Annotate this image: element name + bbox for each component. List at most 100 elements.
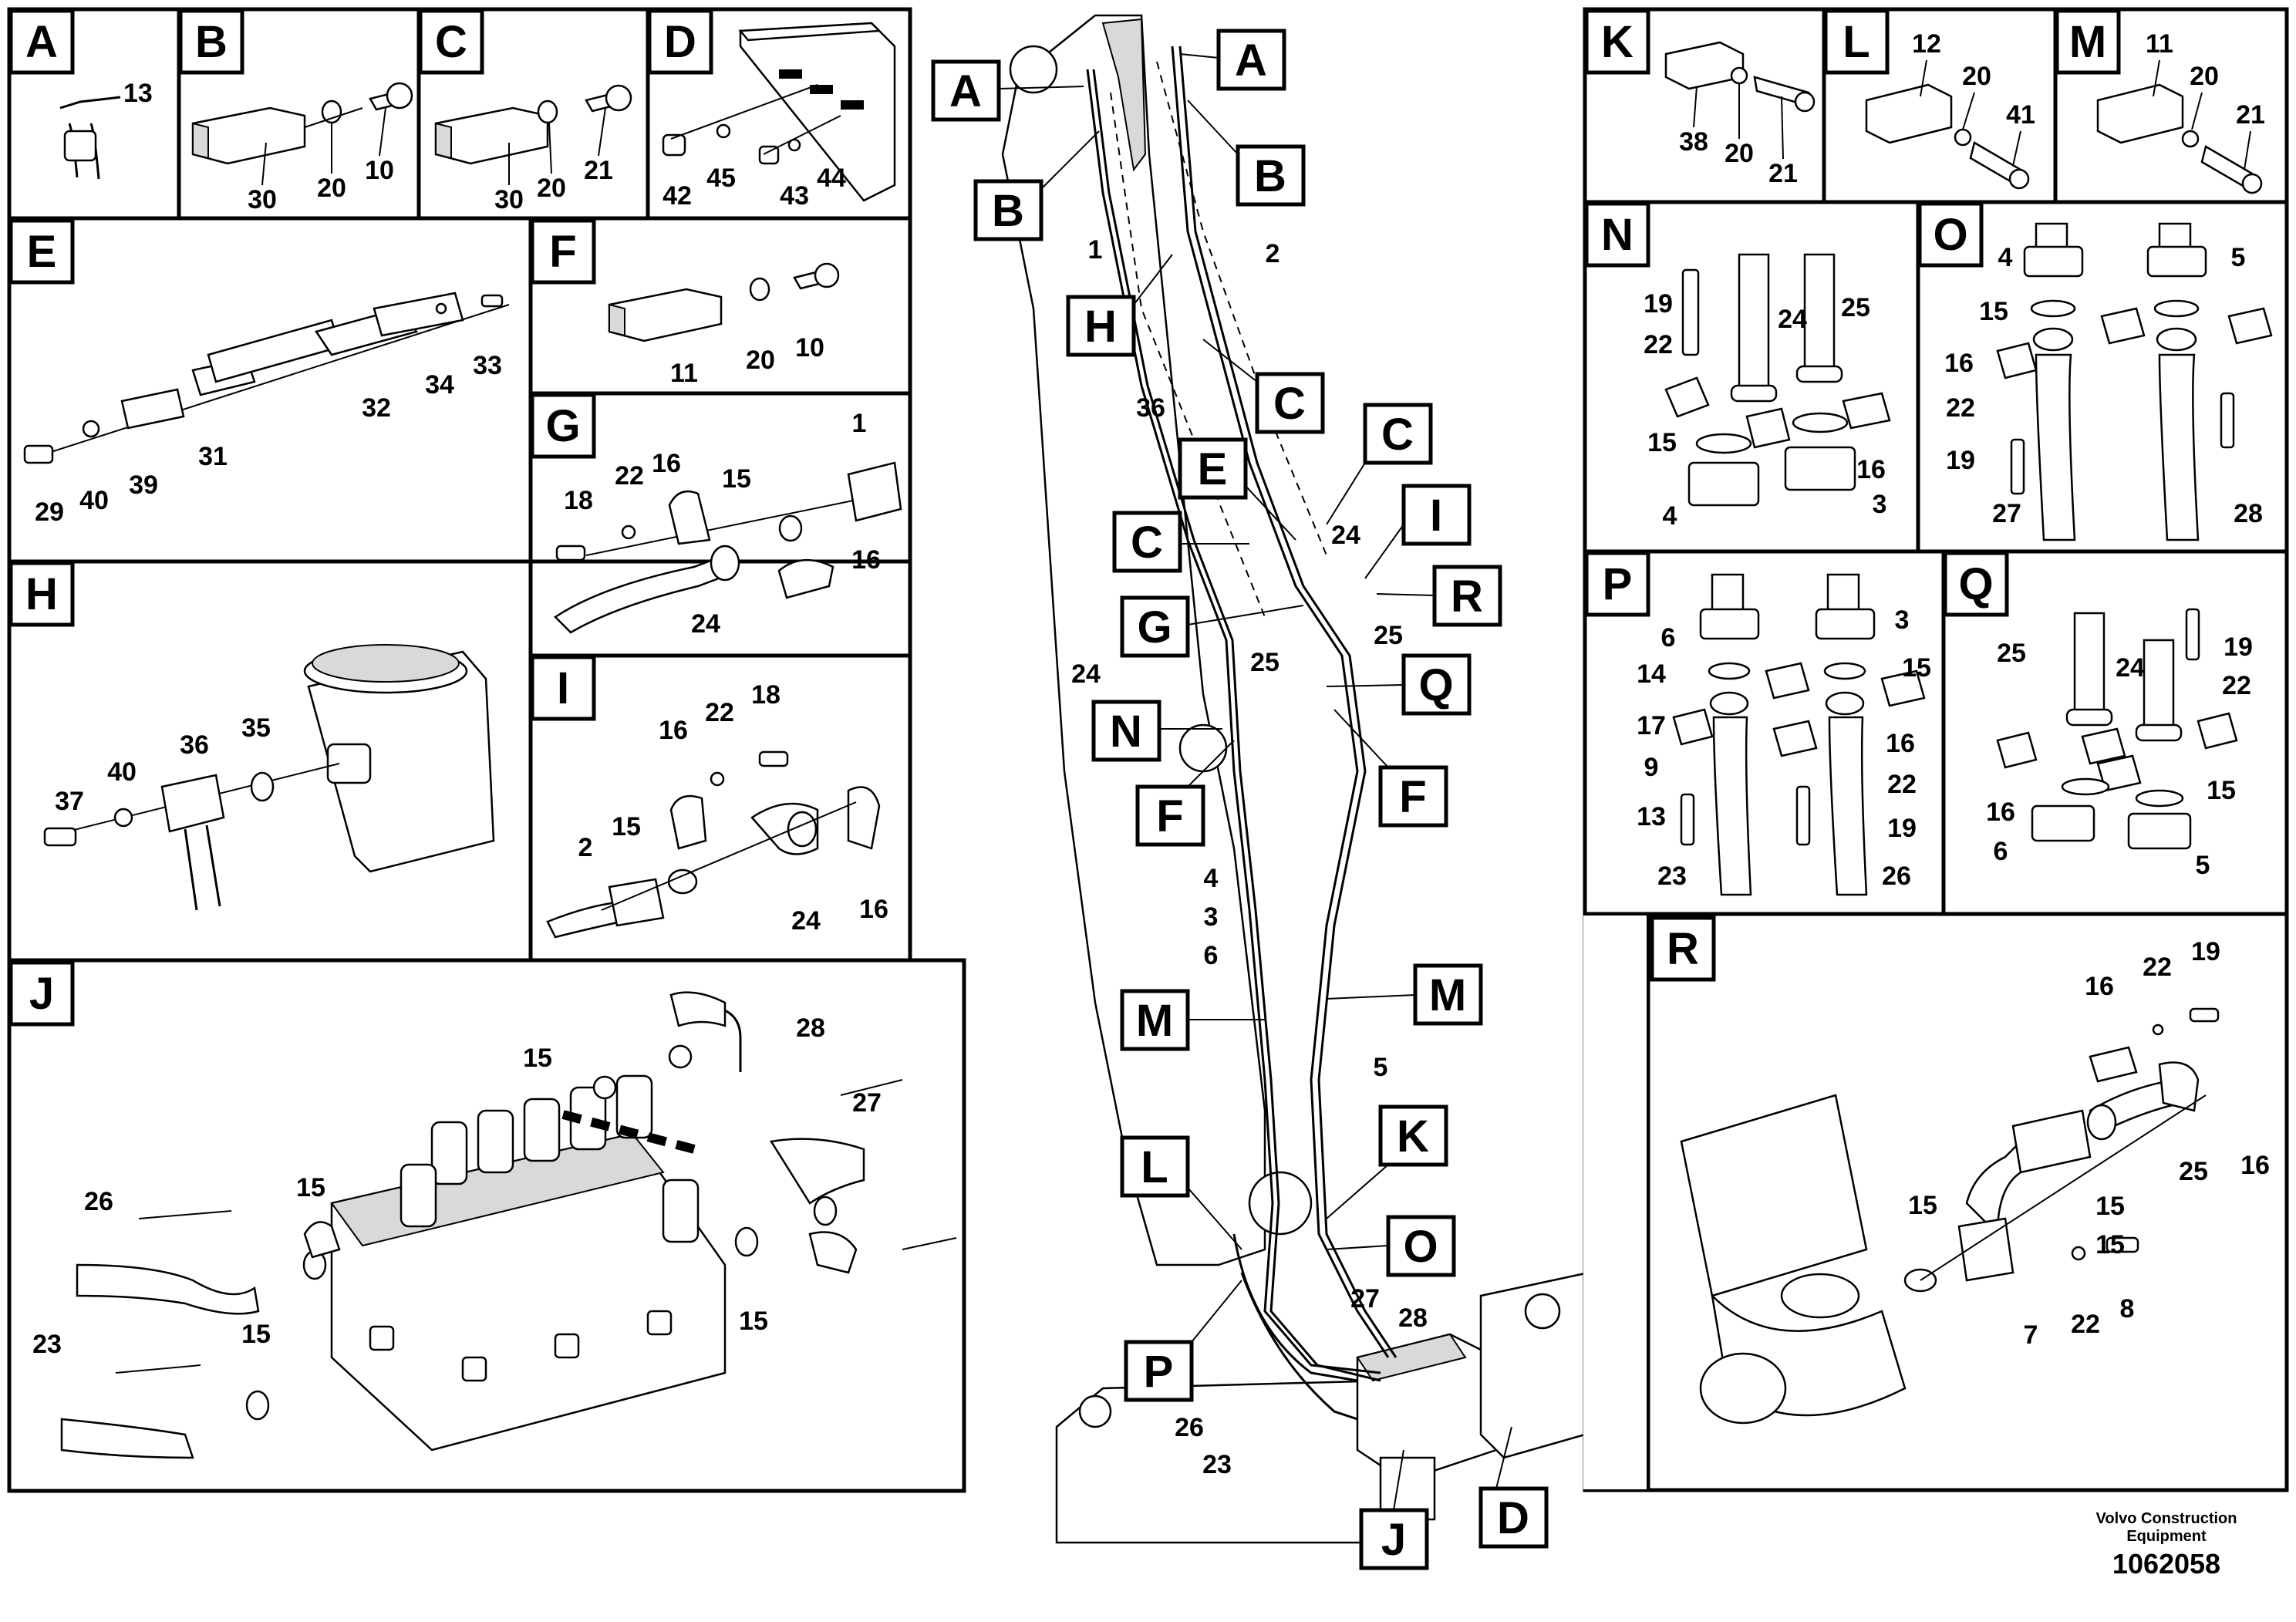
- callout-label: M: [1429, 970, 1466, 1020]
- part-number: 24: [1331, 521, 1360, 550]
- part-number: 6: [1994, 837, 2008, 866]
- part-number: 15: [1908, 1191, 1937, 1220]
- callout-label: B: [1254, 151, 1286, 201]
- part-number: 16: [1944, 349, 1974, 378]
- part-number: 37: [55, 787, 84, 816]
- part-number: 20: [2190, 62, 2219, 91]
- part-number: 6: [1204, 941, 1219, 970]
- panel-G: G 18 22 16 15 1 24 16: [530, 393, 902, 639]
- part-number: 20: [537, 174, 566, 203]
- panel-Q: Q 25 24 19 22 16 15 6 5: [1943, 551, 2253, 880]
- part-number: 21: [1768, 159, 1798, 188]
- panel-P: P 6 3 14 15 17 16 9 22 13 19 23 26: [1584, 551, 1931, 896]
- part-number: 16: [652, 449, 681, 478]
- part-number: 27: [1350, 1284, 1380, 1313]
- callout-label: I: [1430, 491, 1442, 541]
- part-number: 43: [780, 181, 809, 211]
- part-number: 23: [1202, 1450, 1232, 1479]
- part-number: 24: [791, 906, 821, 936]
- part-number: 25: [1374, 621, 1403, 650]
- panel-A: A 13: [8, 8, 153, 180]
- part-number: 16: [1856, 455, 1886, 484]
- callout-label: C: [1381, 410, 1414, 460]
- part-number: 25: [1997, 639, 2026, 668]
- callout-label: K: [1397, 1111, 1429, 1162]
- part-number: 1: [852, 409, 867, 438]
- part-number: 22: [2143, 953, 2172, 982]
- part-number: 35: [241, 713, 271, 743]
- panel-letter: F: [549, 227, 576, 277]
- part-number: 16: [2240, 1151, 2270, 1180]
- panel-letter: N: [1601, 210, 1633, 260]
- part-number: 44: [817, 164, 846, 193]
- part-number: 36: [1136, 393, 1165, 423]
- callout-label: L: [1141, 1142, 1168, 1192]
- part-number: 20: [1725, 139, 1754, 168]
- part-number: 15: [739, 1307, 768, 1336]
- part-number: 16: [859, 895, 888, 924]
- part-number: 27: [852, 1088, 882, 1118]
- part-number: 19: [1887, 814, 1917, 843]
- callout-label: A: [949, 66, 982, 116]
- part-number: 6: [1661, 623, 1676, 653]
- part-number: 39: [129, 470, 158, 500]
- part-number: 16: [659, 716, 688, 745]
- part-number: 28: [796, 1013, 825, 1043]
- part-number: 22: [705, 698, 734, 727]
- part-number: 5: [2196, 851, 2210, 880]
- part-number: 19: [1644, 289, 1673, 319]
- part-number: 45: [706, 164, 736, 193]
- valve-spools: [400, 1074, 700, 1243]
- panel-I: I 16 22 18 15 2 24 16: [530, 655, 888, 939]
- part-number: 15: [2095, 1230, 2125, 1259]
- panel-letter: H: [25, 569, 58, 619]
- part-number: 32: [362, 393, 391, 423]
- part-number: 19: [2191, 937, 2220, 966]
- panel-letter: C: [435, 17, 467, 67]
- panel-N: N 19 24 25 22 15 16 4 3: [1584, 201, 1891, 531]
- part-number: 8: [2120, 1294, 2135, 1324]
- part-number: 21: [584, 156, 613, 185]
- part-number: 13: [123, 79, 153, 108]
- part-number: 4: [1663, 501, 1677, 531]
- panel-letter: P: [1603, 559, 1633, 609]
- panel-letter: K: [1601, 17, 1633, 67]
- part-number: 28: [2234, 499, 2263, 528]
- part-number: 36: [180, 730, 209, 760]
- callout-label: C: [1273, 379, 1306, 429]
- part-number: 25: [1841, 293, 1870, 322]
- part-number: 16: [1986, 798, 2015, 827]
- part-number: 3: [1895, 605, 1910, 635]
- panel-F: F 11 20 10: [530, 218, 840, 388]
- part-number: 11: [2146, 29, 2173, 59]
- part-number: 30: [494, 185, 524, 214]
- panel-letter: L: [1843, 17, 1870, 67]
- part-number: 19: [2224, 632, 2253, 662]
- part-number: 13: [1637, 802, 1666, 831]
- panel-E: E 29 40 39 31 32 34 33: [8, 218, 510, 527]
- part-number: 22: [2071, 1310, 2100, 1339]
- part-number: 24: [2116, 653, 2145, 683]
- callout-label: N: [1110, 706, 1142, 757]
- part-number: 15: [296, 1173, 325, 1202]
- part-number: 26: [1175, 1413, 1204, 1442]
- panel-D: D 42 45 43 44: [647, 8, 896, 211]
- part-number: 16: [851, 545, 881, 575]
- part-number: 24: [1778, 305, 1807, 334]
- part-number: 5: [2231, 243, 2246, 272]
- part-number: 15: [1647, 428, 1677, 457]
- part-number: 4: [1204, 864, 1219, 893]
- part-number: 15: [241, 1320, 271, 1349]
- company-line-1: Volvo Construction: [2096, 1510, 2237, 1527]
- part-number: 22: [1887, 770, 1917, 799]
- part-number: 22: [1644, 330, 1673, 359]
- part-number: 7: [2024, 1320, 2038, 1350]
- part-number: 34: [425, 370, 454, 400]
- panel-letter: Q: [1958, 559, 1993, 609]
- part-number: 23: [1657, 862, 1687, 891]
- callout-label: A: [1235, 35, 1267, 86]
- part-number: 14: [1637, 659, 1666, 689]
- part-number: 15: [523, 1044, 552, 1073]
- part-number: 15: [2207, 776, 2236, 805]
